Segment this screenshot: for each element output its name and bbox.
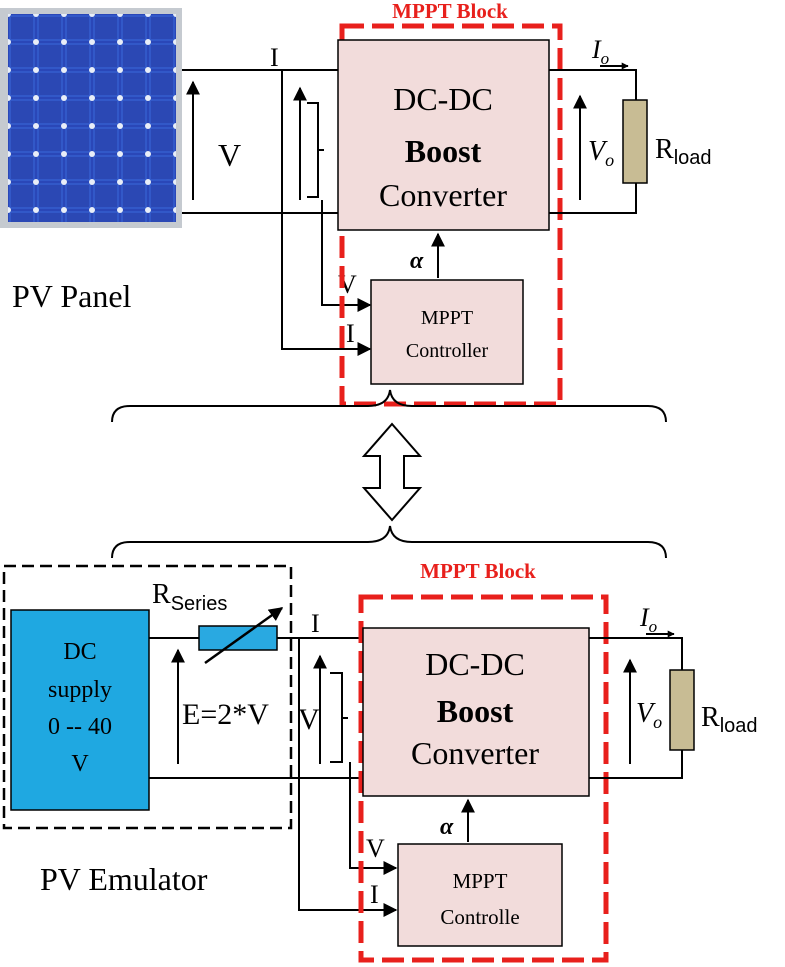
pv-panel-image bbox=[0, 8, 182, 228]
top-vo-label: Vo bbox=[588, 136, 614, 170]
bottom-io-sub: o bbox=[649, 617, 658, 636]
bottom-section: PV Emulator DC supply 0 -- 40 V RSeries … bbox=[2, 525, 758, 963]
bottom-io-label: Io bbox=[639, 603, 657, 636]
top-converter-line3: Converter bbox=[379, 177, 507, 213]
top-vo-sub: o bbox=[605, 150, 614, 170]
top-rload-label: Rload bbox=[655, 134, 712, 169]
bottom-alpha-label: α bbox=[440, 814, 454, 840]
dc-supply-line1: DC bbox=[63, 639, 96, 665]
bottom-rload-sub: load bbox=[720, 715, 758, 737]
top-rload-sub: load bbox=[674, 147, 712, 169]
top-controller-line1: MPPT bbox=[421, 307, 473, 329]
bottom-rload-label: Rload bbox=[701, 702, 758, 737]
top-converter-box bbox=[337, 39, 550, 231]
top-converter-line2: Boost bbox=[405, 133, 482, 169]
bottom-rload-resistor bbox=[669, 669, 695, 751]
bottom-controller-line2: Controlle bbox=[440, 905, 519, 929]
bottom-ctrl-v-label: V bbox=[366, 834, 385, 863]
bottom-out-wire-positive bbox=[589, 637, 683, 670]
top-io-label: Io bbox=[591, 35, 609, 68]
bottom-sense-bracket bbox=[330, 672, 343, 763]
bottom-converter-line1: DC-DC bbox=[425, 646, 525, 682]
dc-supply-line4: V bbox=[71, 751, 89, 777]
rseries-sub: Series bbox=[171, 593, 228, 615]
pv-emulator-label: PV Emulator bbox=[40, 861, 208, 897]
top-rload-resistor bbox=[622, 99, 648, 184]
top-rload-main: R bbox=[655, 134, 674, 165]
top-out-wire-negative bbox=[549, 183, 637, 214]
pv-panel-label: PV Panel bbox=[12, 278, 132, 314]
bottom-mppt-block-title: MPPT Block bbox=[420, 559, 536, 583]
bottom-converter-line2: Boost bbox=[437, 693, 514, 729]
bottom-vo-label: Vo bbox=[636, 698, 662, 732]
top-out-wire-positive bbox=[549, 69, 637, 100]
top-mppt-block-title: MPPT Block bbox=[392, 0, 508, 23]
bottom-controller-line1: MPPT bbox=[453, 869, 508, 893]
top-ctrl-v-line bbox=[321, 200, 372, 312]
rseries-label: RSeries bbox=[152, 579, 227, 615]
top-io-sub: o bbox=[601, 49, 610, 68]
bottom-ctrl-i-line bbox=[298, 638, 398, 917]
top-io-main: I bbox=[591, 35, 602, 64]
bottom-converter-line3: Converter bbox=[411, 735, 539, 771]
dc-supply-line3: 0 -- 40 bbox=[48, 714, 112, 740]
bottom-controller-box bbox=[397, 843, 563, 947]
top-ctrl-i-line bbox=[281, 70, 372, 356]
top-voltage-label: V bbox=[218, 137, 241, 173]
bottom-brace bbox=[111, 525, 667, 559]
top-controller-line2: Controller bbox=[406, 340, 489, 362]
bottom-converter-box bbox=[362, 627, 590, 797]
bottom-emf-label: E=2*V bbox=[182, 698, 269, 731]
bottom-rload-main: R bbox=[701, 702, 720, 733]
top-brace bbox=[111, 389, 667, 423]
top-ctrl-i-label: I bbox=[346, 319, 355, 348]
rseries-main: R bbox=[152, 579, 171, 610]
bottom-voltage-label: V bbox=[298, 703, 320, 736]
bottom-current-label: I bbox=[311, 609, 320, 638]
dc-supply-box bbox=[10, 609, 150, 811]
bottom-ctrl-i-label: I bbox=[370, 880, 379, 909]
bottom-io-main: I bbox=[639, 603, 650, 632]
bottom-vo-sub: o bbox=[653, 712, 662, 732]
top-current-label: I bbox=[270, 43, 279, 72]
top-converter-line1: DC-DC bbox=[393, 81, 493, 117]
top-section: PV Panel I V V I MPPT Block DC-DC Boost … bbox=[0, 0, 712, 423]
dc-supply-line2: supply bbox=[48, 677, 112, 703]
top-vo-main: V bbox=[588, 136, 608, 167]
bottom-ctrl-v-line bbox=[349, 762, 398, 875]
pv-emulator-border bbox=[2, 564, 293, 830]
bottom-out-wire-negative bbox=[589, 750, 683, 779]
rseries-variable-arrow bbox=[204, 606, 284, 665]
bottom-vo-main: V bbox=[636, 698, 656, 729]
top-controller-box bbox=[370, 279, 524, 385]
equivalence-double-arrow-icon bbox=[361, 422, 423, 522]
top-sense-bracket bbox=[307, 102, 319, 198]
panel-cells bbox=[8, 14, 176, 222]
top-alpha-label: α bbox=[410, 248, 424, 274]
